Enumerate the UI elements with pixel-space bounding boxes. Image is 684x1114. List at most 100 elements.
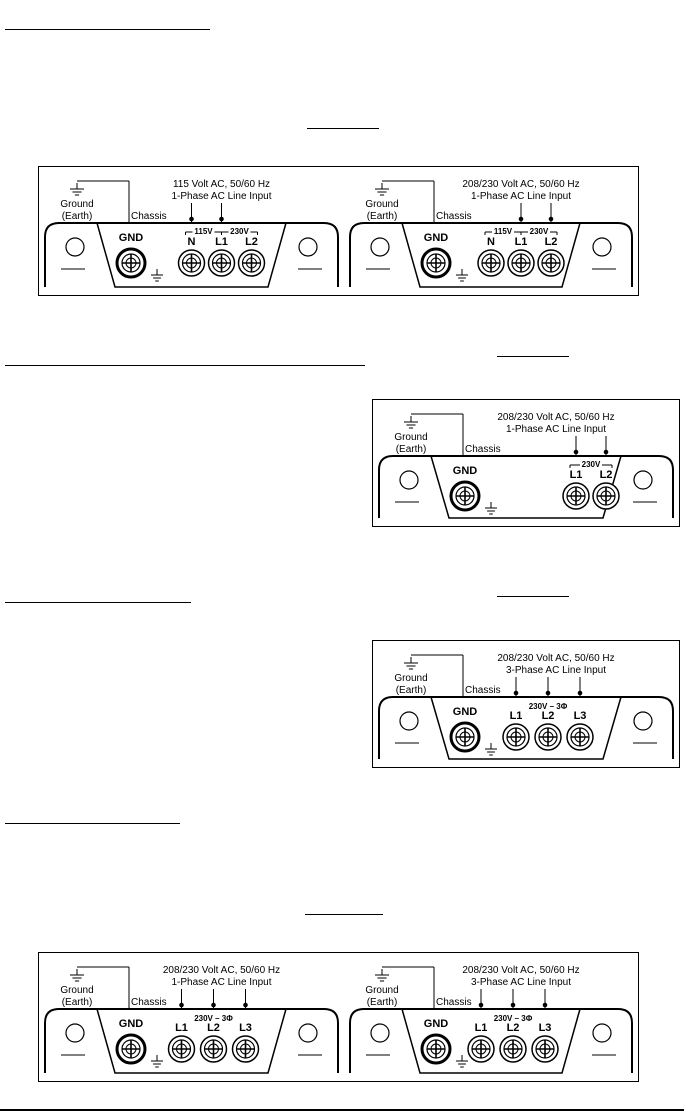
chassis-label: Chassis <box>131 997 167 1008</box>
chassis-label: Chassis <box>436 211 472 222</box>
earth-label: (Earth) <box>62 997 93 1008</box>
terminal-label-l2: L2 <box>507 1022 520 1034</box>
gnd-label: GND <box>453 706 478 718</box>
earth-ground-icon <box>404 657 418 670</box>
section-heading-1-underline <box>5 29 210 30</box>
mounting-hole-right <box>592 237 612 257</box>
gnd-label: GND <box>119 1018 144 1030</box>
terminal-recess <box>96 222 287 288</box>
terminal-label-l1: L1 <box>475 1022 488 1034</box>
terminal-recess <box>401 222 581 288</box>
phase-title: 1-Phase AC Line Input <box>171 977 271 988</box>
earth-label: (Earth) <box>396 444 427 455</box>
earth-ground-icon <box>70 183 84 196</box>
terminal-label-l1: L1 <box>510 710 523 722</box>
chassis-ground-icon <box>151 1055 163 1068</box>
terminal-label-l2: L2 <box>545 236 558 248</box>
terminal-block-body <box>349 1008 633 1073</box>
terminal-label-l1: L1 <box>515 236 528 248</box>
terminal-label-l3: L3 <box>239 1022 252 1034</box>
earth-ground-icon <box>70 969 84 982</box>
mounting-hole-right <box>298 1023 318 1043</box>
figure-caption-3-underline <box>497 596 569 597</box>
terminal-label-l3: L3 <box>539 1022 552 1034</box>
mounting-hole-left <box>65 237 85 257</box>
terminal-label-l3: L3 <box>574 710 587 722</box>
gnd-label: GND <box>119 232 144 244</box>
phase-title: 1-Phase AC Line Input <box>506 424 606 435</box>
figure-caption-1-underline <box>307 128 379 129</box>
section-heading-2-underline <box>5 365 365 366</box>
terminal-label-l2: L2 <box>245 236 258 248</box>
terminal-recess <box>401 1008 581 1074</box>
ground-label: Ground <box>394 673 427 684</box>
earth-label: (Earth) <box>396 685 427 696</box>
terminal-label-n: N <box>487 236 495 248</box>
terminal-label-l1: L1 <box>215 236 228 248</box>
voltage-title: 208/230 Volt AC, 50/60 Hz <box>497 653 614 664</box>
chassis-ground-icon <box>485 502 497 515</box>
bracket-115v: 115V <box>494 227 513 236</box>
terminal-label-l1: L1 <box>175 1022 188 1034</box>
terminal-panel-p4: Ground(Earth) Chassis 208/230 Volt AC, 50/… <box>378 653 674 760</box>
chassis-ground-icon <box>456 269 468 282</box>
terminal-label-l2: L2 <box>207 1022 220 1034</box>
terminal-label-l2: L2 <box>600 469 613 481</box>
mounting-hole-right <box>633 470 653 490</box>
page-footer-rule <box>0 1109 684 1111</box>
mounting-hole-left <box>399 470 419 490</box>
bracket-230v-3ph: 230V – 3Φ <box>494 1014 533 1023</box>
figure-4-frame: Ground(Earth) Chassis 208/230 Volt AC, 50/… <box>38 952 639 1082</box>
mounting-hole-left <box>65 1023 85 1043</box>
voltage-title: 115 Volt AC, 50/60 Hz <box>173 179 270 190</box>
earth-label: (Earth) <box>367 211 398 222</box>
mounting-hole-right <box>592 1023 612 1043</box>
phase-title: 1-Phase AC Line Input <box>171 191 271 202</box>
terminal-label-n: N <box>188 236 196 248</box>
figure-caption-4-underline <box>305 914 383 915</box>
chassis-label: Chassis <box>465 685 501 696</box>
chassis-label: Chassis <box>465 444 501 455</box>
terminal-panel-p5: Ground(Earth) Chassis 208/230 Volt AC, 50/… <box>44 965 339 1074</box>
mounting-hole-left <box>399 711 419 731</box>
terminal-label-l1: L1 <box>570 469 583 481</box>
bracket-230v: 230V <box>230 227 249 236</box>
chassis-ground-icon <box>151 269 163 282</box>
terminal-block-body <box>349 222 633 287</box>
chassis-label: Chassis <box>436 997 472 1008</box>
phase-title: 1-Phase AC Line Input <box>471 191 571 202</box>
ground-label: Ground <box>60 199 93 210</box>
bracket-230v-3ph: 230V – 3Φ <box>529 702 568 711</box>
earth-ground-icon <box>375 969 389 982</box>
terminal-label-l2: L2 <box>542 710 555 722</box>
earth-ground-icon <box>404 416 418 429</box>
bracket-230v-3ph: 230V – 3Φ <box>194 1014 233 1023</box>
terminal-recess <box>96 1008 287 1074</box>
terminal-block-body <box>378 696 674 759</box>
bracket-230v: 230V <box>530 227 549 236</box>
terminal-recess <box>430 696 622 760</box>
chassis-ground-icon <box>485 743 497 756</box>
earth-label: (Earth) <box>62 211 93 222</box>
phase-title: 3-Phase AC Line Input <box>471 977 571 988</box>
figure-3-frame: Ground(Earth) Chassis 208/230 Volt AC, 50/… <box>372 640 680 768</box>
mounting-hole-left <box>370 1023 390 1043</box>
figure-caption-2-underline <box>497 356 569 357</box>
mounting-hole-left <box>370 237 390 257</box>
voltage-title: 208/230 Volt AC, 50/60 Hz <box>163 965 280 976</box>
bracket-115v: 115V <box>194 227 213 236</box>
gnd-label: GND <box>453 465 478 477</box>
gnd-label: GND <box>424 232 449 244</box>
voltage-title: 208/230 Volt AC, 50/60 Hz <box>462 179 579 190</box>
voltage-title: 208/230 Volt AC, 50/60 Hz <box>497 412 614 423</box>
terminal-block-body <box>44 1008 339 1073</box>
ground-label: Ground <box>60 985 93 996</box>
earth-ground-icon <box>375 183 389 196</box>
phase-title: 3-Phase AC Line Input <box>506 665 606 676</box>
